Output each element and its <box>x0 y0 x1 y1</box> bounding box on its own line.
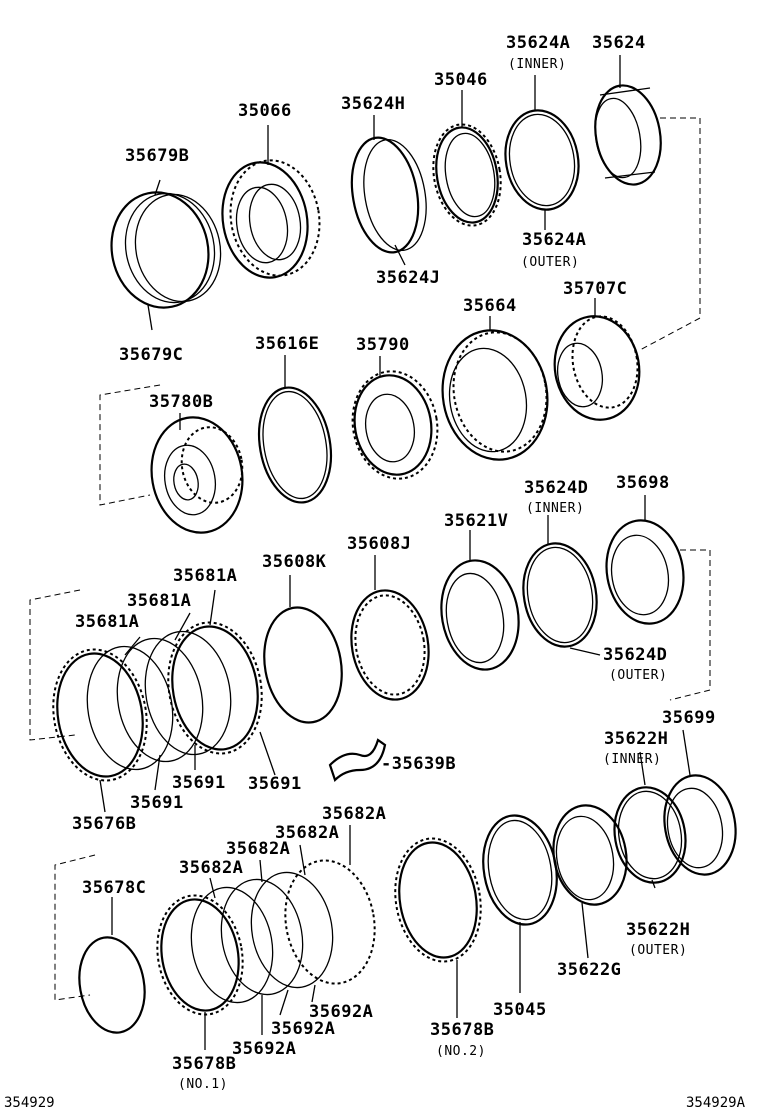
label-35046: 35046 <box>434 70 488 90</box>
part-35679B-ring <box>110 191 222 309</box>
label-35624H: 35624H <box>341 94 406 114</box>
label-35624D-outer-sub: (OUTER) <box>609 668 668 683</box>
alignment-frame-mid <box>99 384 161 506</box>
part-35664-drum <box>441 329 549 461</box>
part-clutch-pack-35681A <box>52 621 263 782</box>
label-35622H-outer: 35622H <box>626 920 691 940</box>
label-35790: 35790 <box>356 335 410 355</box>
label-35622H-outer-sub: (OUTER) <box>629 943 688 958</box>
label-35691-1: 35691 <box>172 773 226 793</box>
footer-left-id: 354929 <box>4 1095 55 1111</box>
label-35622H-top: 35622H <box>604 729 669 749</box>
label-35699: 35699 <box>662 708 716 728</box>
label-35624A-inner-sub: (INNER) <box>508 57 567 72</box>
part-35678B-no2-plate <box>394 837 482 963</box>
part-35622H-ring-inner <box>617 790 683 880</box>
label-35624: 35624 <box>592 33 646 53</box>
label-35682A-2: 35682A <box>275 823 340 843</box>
label-35624D-inner-sub: (INNER) <box>526 501 585 516</box>
part-35621V-housing <box>440 559 520 671</box>
part-35608J-plate <box>350 589 430 701</box>
part-35698-piston <box>605 519 685 625</box>
part-35780B-gear <box>150 416 244 534</box>
part-35622G-piston <box>552 804 628 906</box>
label-35679C: 35679C <box>119 345 184 365</box>
alignment-frame-clutch <box>29 589 81 741</box>
label-35681A-3: 35681A <box>75 612 140 632</box>
label-35681A-2: 35681A <box>127 591 192 611</box>
label-35624A-outer-sub: (OUTER) <box>521 255 580 270</box>
label-35616E: 35616E <box>255 334 320 354</box>
label-35682A-4: 35682A <box>179 858 244 878</box>
label-35691-3: 35691 <box>130 793 184 813</box>
part-35639B-spring <box>328 738 387 783</box>
label-35045: 35045 <box>493 1000 547 1020</box>
part-clutch-pack-35682A <box>156 859 376 1016</box>
alignment-frame-right <box>669 549 711 701</box>
label-35679B: 35679B <box>125 146 190 166</box>
label-35676B: 35676B <box>72 814 137 834</box>
part-35624A-ring <box>504 109 580 211</box>
label-35624A-top: 35624A <box>506 33 571 53</box>
label-35608K: 35608K <box>262 552 327 572</box>
part-35678C-snap-ring <box>78 936 146 1034</box>
label-35707C: 35707C <box>563 279 628 299</box>
label-35681A-1: 35681A <box>173 566 238 586</box>
part-35046-retainer <box>432 123 502 227</box>
part-35624-cage <box>594 84 662 186</box>
label-35692A-1: 35692A <box>309 1002 374 1022</box>
part-35608K-snap-ring <box>263 606 343 724</box>
part-35624D-ring-inner <box>526 546 594 644</box>
leader-lines <box>99 55 691 1050</box>
label-35678B-no2: 35678B <box>430 1020 495 1040</box>
label-35698: 35698 <box>616 473 670 493</box>
label-35624D-outer: 35624D <box>603 645 668 665</box>
label-35682A-3: 35682A <box>226 839 291 859</box>
label-35691-2: 35691 <box>248 774 302 794</box>
label-35678C: 35678C <box>82 878 147 898</box>
part-35624H-ring <box>350 136 427 254</box>
alignment-frame-top <box>639 117 701 351</box>
label-35678B-no1: 35678B <box>172 1054 237 1074</box>
label-35608J: 35608J <box>347 534 412 554</box>
part-35624D-ring <box>522 542 598 648</box>
part-35699-seal <box>663 774 737 876</box>
part-35045-plate <box>482 814 558 926</box>
label-35678B-no1-sub: (NO.1) <box>178 1077 228 1092</box>
label-35622G: 35622G <box>557 960 622 980</box>
part-35616E-ring-inner <box>262 390 328 500</box>
part-35624A-ring-inner <box>508 113 576 207</box>
part-35790-hub <box>351 370 439 480</box>
part-35707C-gear <box>553 315 641 421</box>
label-35621V: 35621V <box>444 511 509 531</box>
label-35692A-3: 35692A <box>232 1039 297 1059</box>
label-35664: 35664 <box>463 296 517 316</box>
label-35624A-outer: 35624A <box>522 230 587 250</box>
label-35639B: -35639B <box>381 754 457 774</box>
label-35066: 35066 <box>238 101 292 121</box>
label-35622H-inner-sub: (INNER) <box>603 752 662 767</box>
label-35780B: 35780B <box>149 392 214 412</box>
label-35692A-2: 35692A <box>271 1019 336 1039</box>
label-35624D-top: 35624D <box>524 478 589 498</box>
label-35678B-no2-sub: (NO.2) <box>436 1044 486 1059</box>
part-35622H-ring <box>613 786 687 884</box>
part-35066-drum <box>221 159 321 279</box>
alignment-frame-bottom <box>54 854 96 1001</box>
footer-right-id: 354929A <box>686 1095 746 1111</box>
label-35682A-1: 35682A <box>322 804 387 824</box>
label-35624J: 35624J <box>376 268 441 288</box>
